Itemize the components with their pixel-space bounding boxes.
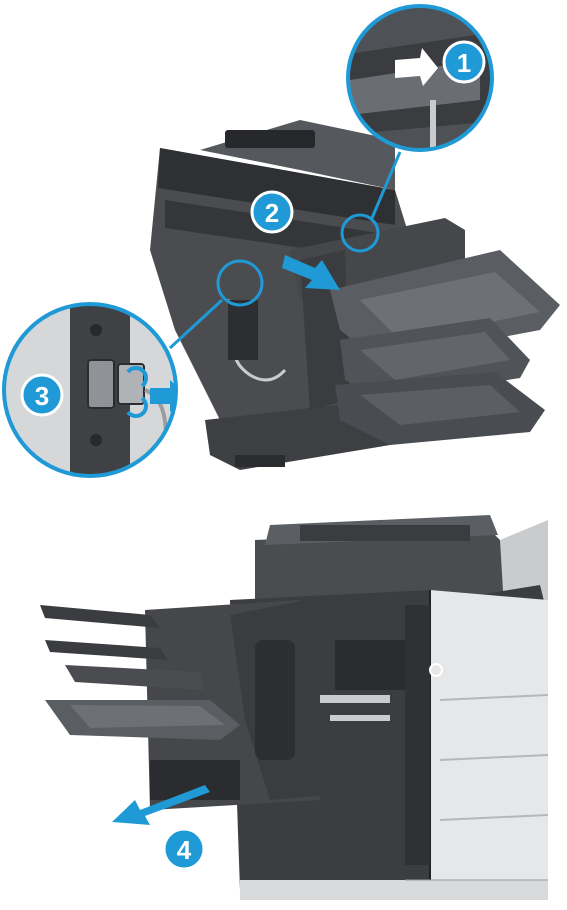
finisher-unit (226, 218, 560, 445)
step-badge-1: 1 (442, 40, 486, 84)
callout-1 (346, 4, 494, 152)
bottom-illustration: 4 (40, 515, 549, 900)
step-badge-4: 4 (162, 827, 206, 871)
step-number-1: 1 (457, 48, 471, 78)
callout-magnifier-icon (340, 213, 380, 253)
step-badge-3: 3 (20, 373, 64, 417)
cable-connector-icon (87, 359, 115, 409)
arrow-icon (282, 255, 340, 290)
callout-3 (2, 302, 178, 478)
callout-magnifier-icon (216, 259, 264, 307)
arrow-icon (112, 785, 210, 825)
step-badge-2: 2 (250, 190, 294, 234)
step-number-3: 3 (35, 381, 49, 411)
top-illustration: 1 2 3 (2, 4, 560, 478)
step-number-4: 4 (177, 835, 192, 865)
detached-finisher (40, 600, 405, 810)
step-number-2: 2 (265, 198, 279, 228)
printer-tower (150, 120, 480, 470)
